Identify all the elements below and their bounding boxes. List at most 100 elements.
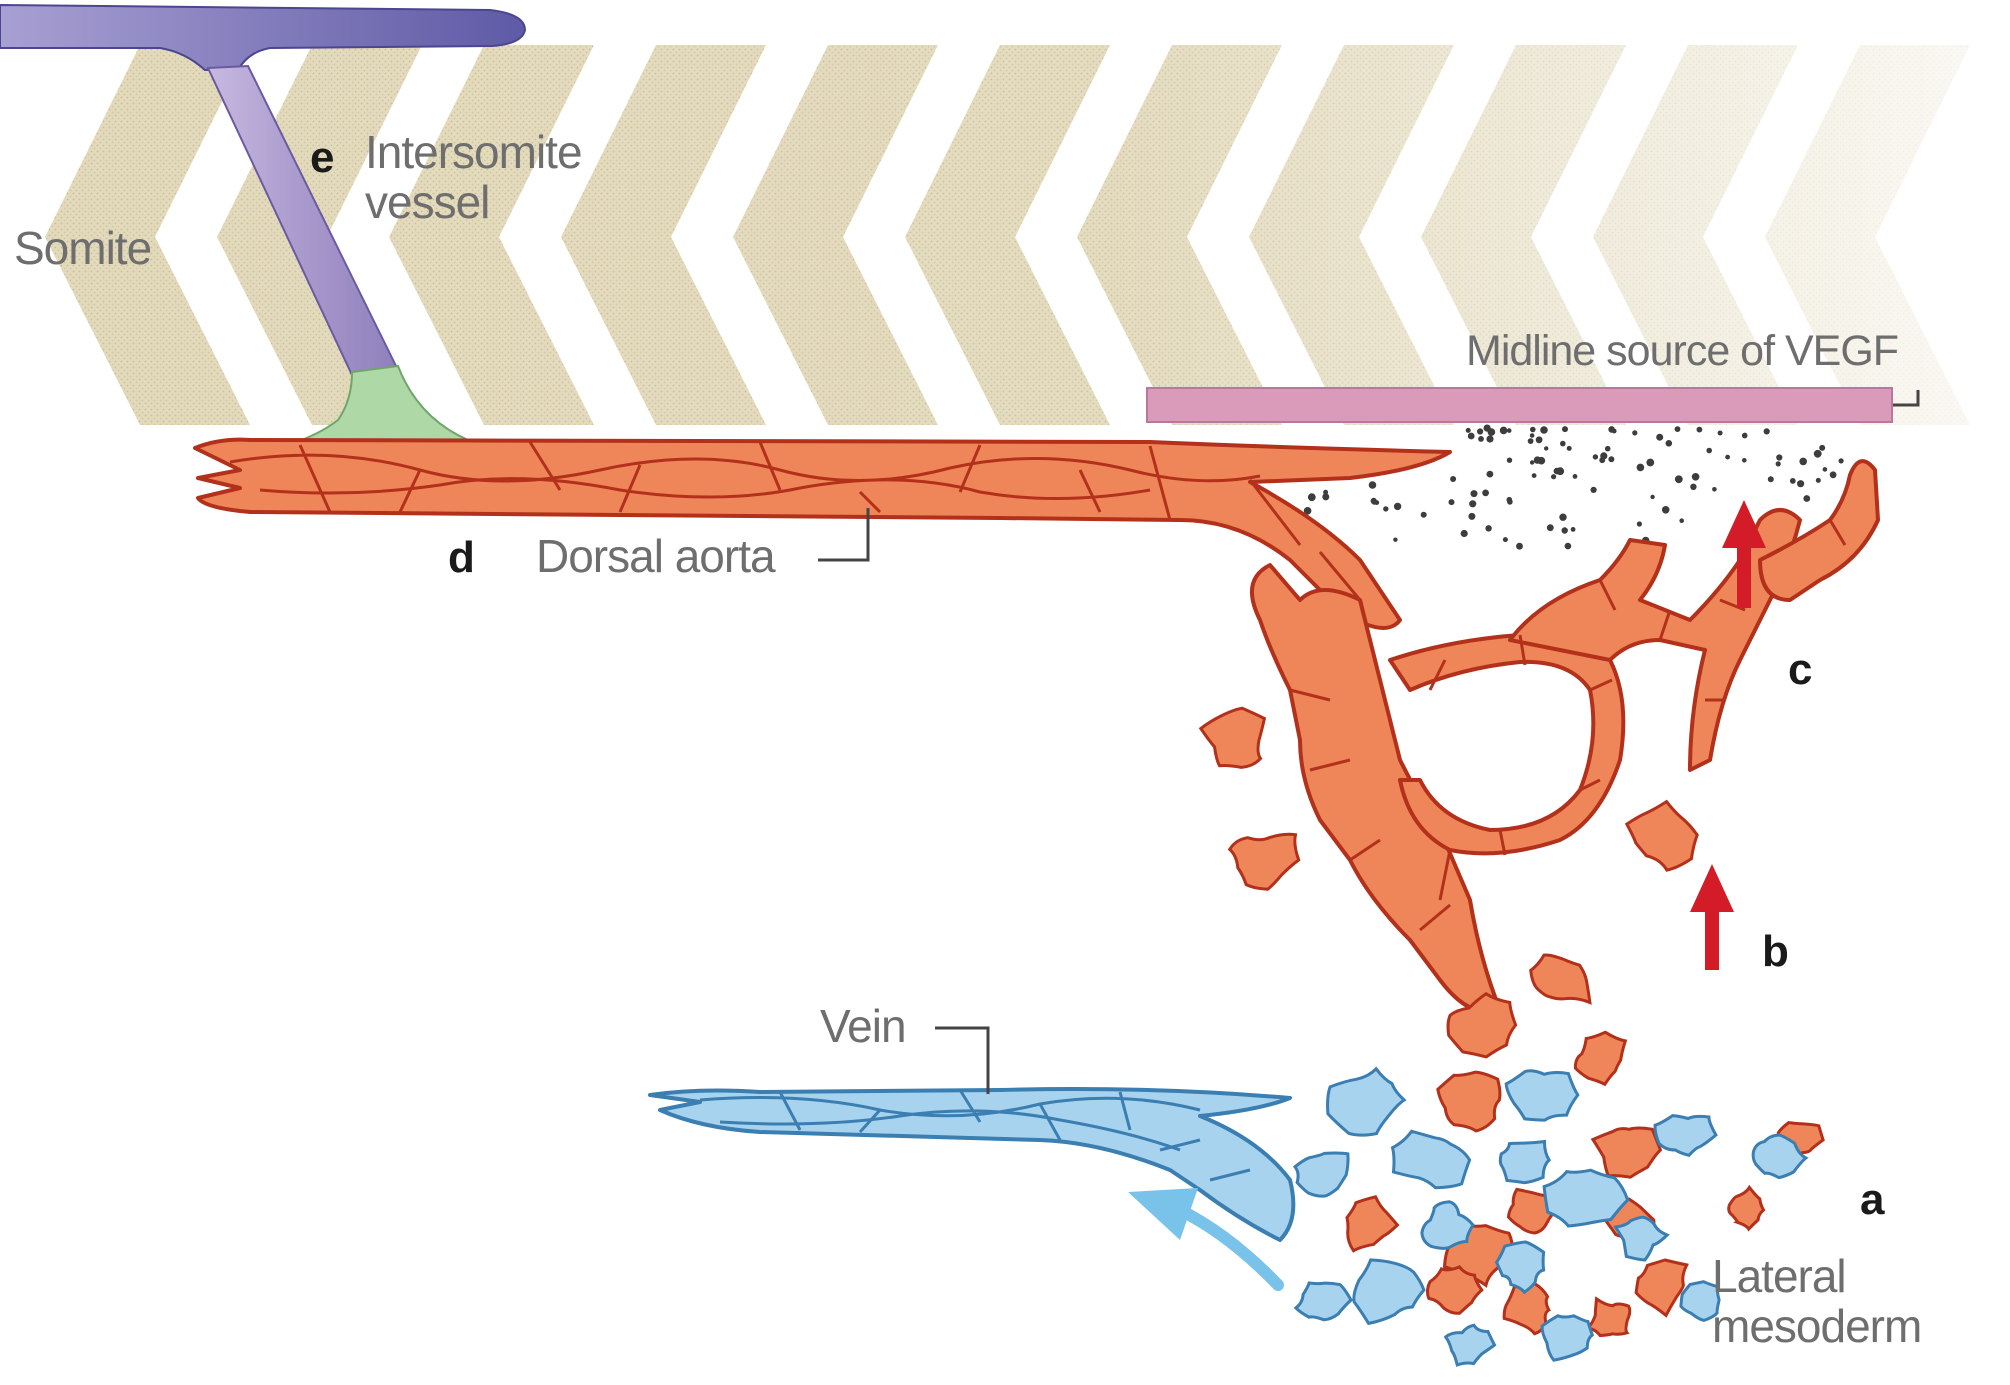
vegf-dot <box>1485 525 1492 532</box>
vegf-dot <box>1691 473 1700 481</box>
vein-label-leader <box>935 1026 990 1094</box>
vegf-dot <box>1478 436 1484 442</box>
vegf-dot <box>1322 493 1330 501</box>
vegf-dot <box>1665 440 1673 447</box>
step-key-e: e <box>310 133 335 182</box>
vegf-dot <box>1650 494 1655 500</box>
somite-label: Somite <box>14 222 152 274</box>
vegf-dot <box>1303 507 1312 515</box>
venous-cell <box>1390 1129 1472 1190</box>
vegf-dot <box>1470 490 1478 498</box>
venous-cell <box>1540 1314 1595 1362</box>
arterial-cell <box>1727 1184 1766 1232</box>
arterial-angioblasts <box>1198 706 1825 1338</box>
venous-angioblasts <box>1292 1066 1809 1367</box>
vegf-dot <box>1506 428 1512 433</box>
vegf-dot <box>1516 542 1523 550</box>
vegf-dot <box>1813 449 1822 458</box>
venous-cell <box>1420 1200 1475 1250</box>
arterial-cell <box>1198 706 1267 769</box>
vein-label: Vein <box>820 1000 907 1052</box>
step-key-c: c <box>1788 645 1813 694</box>
vegf-dot <box>1551 474 1557 480</box>
vegf-dot <box>1465 427 1471 433</box>
vegf-dot <box>1815 477 1821 483</box>
vegf-dot <box>1527 438 1534 444</box>
vegf-dot <box>1307 493 1316 502</box>
vegf-dot <box>1562 426 1568 433</box>
vegf-dot <box>1696 426 1703 433</box>
vegf-dot <box>1763 428 1770 435</box>
vegf-dot <box>1370 497 1377 504</box>
intersomite-label-line1: Intersomite <box>365 126 583 178</box>
vegf-dot <box>1690 483 1697 490</box>
vegf-dot <box>1819 444 1826 451</box>
vein <box>648 1026 1296 1242</box>
vegf-dot <box>1556 467 1565 476</box>
vegf-dot <box>1741 432 1748 439</box>
vegf-dot <box>1467 432 1475 440</box>
vegf-dot <box>1725 454 1730 460</box>
vegf-dot <box>1706 447 1712 454</box>
vegf-dot <box>1469 500 1477 508</box>
arterial-cell <box>1573 1030 1628 1087</box>
vegf-dot <box>1502 537 1508 543</box>
dorsal-aorta-cell-borders <box>229 441 1362 601</box>
vegf-dot <box>1559 513 1567 521</box>
vegf-dot <box>1674 475 1683 484</box>
venous-cell <box>1504 1069 1580 1122</box>
vegf-dot <box>1499 426 1508 435</box>
vegf-dot <box>1368 481 1377 489</box>
vegf-dot <box>1679 518 1684 523</box>
vegf-dot <box>1570 527 1576 532</box>
arterial-cell <box>1624 799 1699 872</box>
lateral-label-line1: Lateral <box>1712 1250 1847 1302</box>
vegf-dot <box>1608 456 1615 463</box>
intersomite-vessel <box>0 3 531 459</box>
vegf-dot <box>1560 440 1566 447</box>
vegf-dot <box>1460 529 1468 538</box>
vegf-dot <box>1775 461 1781 467</box>
venous-cell <box>1292 1151 1350 1198</box>
vegf-dot <box>1561 527 1568 534</box>
vegf-particles <box>1228 424 1844 551</box>
vegf-dot <box>1420 511 1427 518</box>
migration-arrow-lower <box>1690 864 1734 970</box>
midline-vegf-label: Midline source of VEGF <box>1466 327 1899 375</box>
vegf-dot <box>1822 467 1828 472</box>
vegf-dot <box>1393 537 1398 542</box>
vegf-dot <box>1717 430 1723 436</box>
vessel-top-branch <box>0 3 527 71</box>
venous-cell <box>1679 1280 1721 1322</box>
venous-cell <box>1498 1139 1552 1185</box>
vegf-midline-bar <box>1146 387 1893 423</box>
vegf-dot <box>1486 470 1494 478</box>
venous-cell <box>1751 1133 1809 1180</box>
intersomite-label-line2: vessel <box>365 175 490 228</box>
vegf-dot <box>1776 454 1783 461</box>
vegf-dot <box>1608 426 1615 433</box>
plexus-upper-right <box>1508 508 1802 772</box>
lateral-label-line2: mesoderm <box>1712 1299 1922 1352</box>
venous-cell <box>1542 1168 1630 1228</box>
lateral-mesoderm-label: Lateral mesoderm <box>1712 1250 1922 1352</box>
vegf-dot <box>1803 495 1811 502</box>
vegf-dot <box>1590 486 1597 493</box>
vegf-dot <box>1486 435 1494 443</box>
arterial-cell <box>1425 1265 1484 1315</box>
vessel-plexus <box>1250 459 1880 1014</box>
vegf-dot <box>1468 512 1476 520</box>
venous-cell <box>1352 1258 1426 1326</box>
vegf-dot <box>1799 457 1807 466</box>
plexus-far-right-branch <box>1758 459 1880 602</box>
venous-cell <box>1293 1281 1353 1322</box>
plexus-left-limb <box>1250 563 1502 1014</box>
arterial-cell <box>1529 953 1592 1005</box>
vein-body <box>648 1087 1296 1242</box>
dorsal-aorta-label-leader <box>818 508 870 562</box>
vegf-dot <box>1540 426 1548 434</box>
vegf-dot <box>1661 506 1670 514</box>
vegf-dot <box>1599 457 1606 464</box>
venous-cell <box>1326 1066 1407 1137</box>
